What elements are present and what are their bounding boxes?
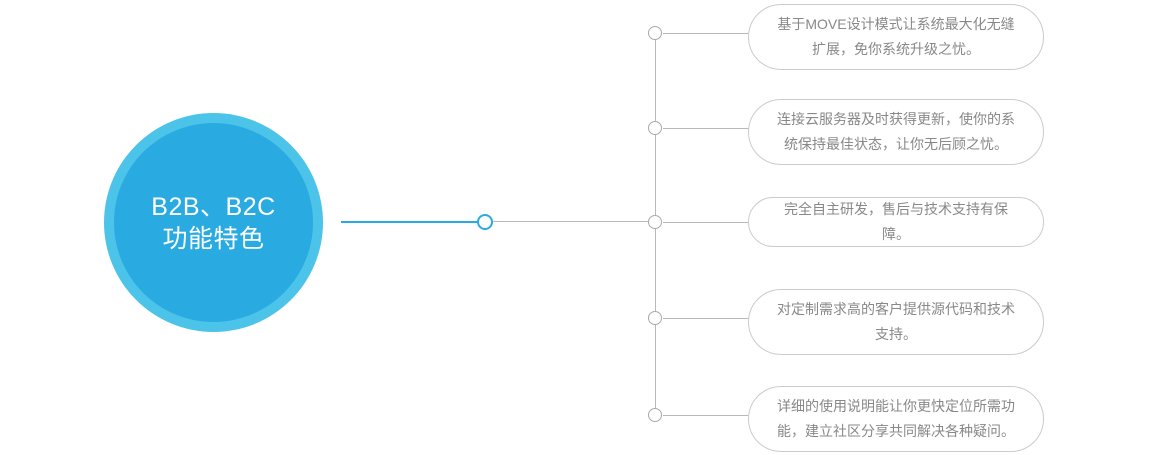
junction-node-icon[interactable] — [477, 214, 493, 230]
hub-circle-outer-ring: B2B、B2C 功能特色 — [104, 113, 323, 332]
spine-node-5[interactable] — [648, 408, 662, 422]
branch-bubble-text-1: 基于MOVE设计模式让系统最大化无缝扩展，免你系统升级之忧。 — [777, 16, 1015, 57]
spine-node-4[interactable] — [648, 311, 662, 325]
branch-bubble-text-2: 连接云服务器及时获得更新，使你的系统保持最佳状态，让你无后顾之忧。 — [777, 111, 1015, 152]
spine-node-2[interactable] — [648, 121, 662, 135]
branch-bubble-2[interactable]: 连接云服务器及时获得更新，使你的系统保持最佳状态，让你无后顾之忧。 — [748, 99, 1044, 165]
branch-bubble-4[interactable]: 对定制需求高的客户提供源代码和技术支持。 — [748, 289, 1044, 355]
branch-line-2 — [663, 128, 749, 129]
branch-bubble-text-3: 完全自主研发，售后与技术支持有保障。 — [784, 201, 1008, 242]
branch-line-5 — [663, 415, 749, 416]
branch-bubble-3[interactable]: 完全自主研发，售后与技术支持有保障。 — [748, 197, 1044, 247]
branch-bubble-text-5: 详细的使用说明能让你更快定位所需功能，建立社区分享共同解决各种疑问。 — [777, 398, 1015, 439]
branch-bubble-1[interactable]: 基于MOVE设计模式让系统最大化无缝扩展，免你系统升级之忧。 — [748, 4, 1044, 70]
spine-node-3[interactable] — [648, 215, 662, 229]
branch-bubble-text-4: 对定制需求高的客户提供源代码和技术支持。 — [777, 301, 1015, 342]
spine-node-1[interactable] — [648, 26, 662, 40]
branch-line-1 — [663, 33, 749, 34]
branch-bubble-5[interactable]: 详细的使用说明能让你更快定位所需功能，建立社区分享共同解决各种疑问。 — [748, 386, 1044, 452]
junction-to-spine-line — [493, 221, 648, 222]
hub-connector-line — [341, 221, 478, 223]
hub-label: B2B、B2C 功能特色 — [151, 192, 276, 253]
branch-line-3 — [663, 222, 749, 223]
hub-circle[interactable]: B2B、B2C 功能特色 — [114, 123, 313, 322]
branch-line-4 — [663, 318, 749, 319]
